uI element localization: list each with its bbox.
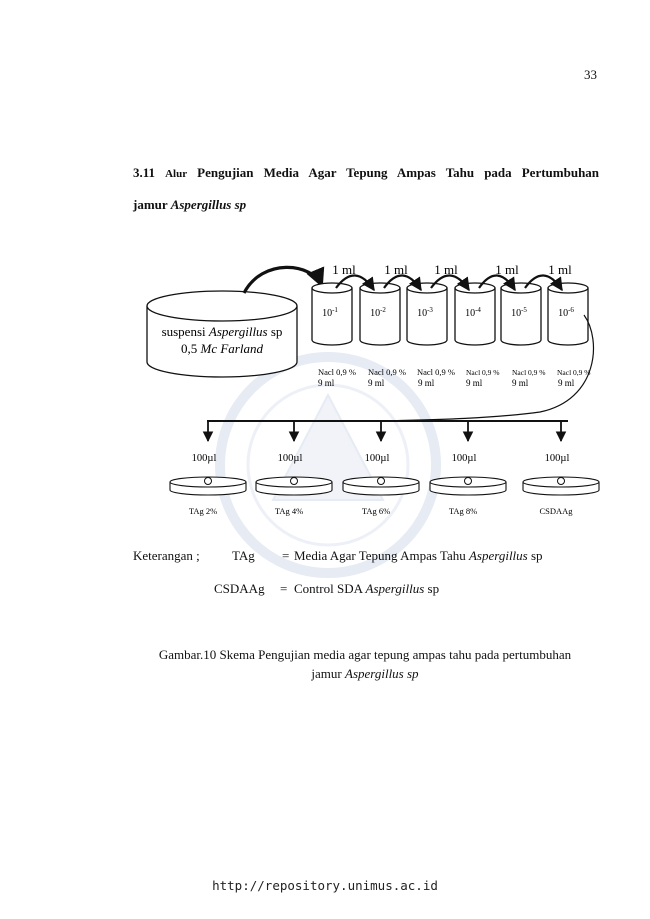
legend-desc-csdaag: Control SDA Aspergillus sp: [294, 581, 440, 596]
nacl-volume-label: 9 ml: [318, 378, 335, 388]
nacl-label: Nacl 0,9 %: [512, 368, 546, 377]
heading-word: Tahu: [445, 165, 475, 180]
transfer-arrow: [383, 274, 422, 292]
section-number: 3.11: [133, 165, 156, 180]
transfer-volume-label: 1 ml: [548, 262, 572, 277]
suspension-label-line1: suspensi Aspergillus sp: [162, 324, 283, 339]
section-heading-line1: 3.11 Alur Pengujian Media Agar Tepung Am…: [133, 165, 599, 181]
transfer-arrow: [524, 274, 563, 292]
heading-word: Ampas: [396, 165, 436, 180]
plating-volume-label: 100µl: [545, 453, 570, 464]
repository-url: http://repository.unimus.ac.id: [212, 878, 438, 893]
tube-dilution-label: 10-5: [511, 306, 527, 319]
plating-volume-label: 100µl: [278, 453, 303, 464]
dish-label: TAg 4%: [275, 506, 303, 516]
dish-label: TAg 8%: [449, 506, 477, 516]
university-watermark-seal: [215, 352, 441, 578]
heading-word: Media: [263, 165, 299, 180]
heading-word: Pengujian: [197, 165, 254, 180]
nacl-label: Nacl 0,9 %: [557, 368, 591, 377]
inoculation-arrow: [242, 265, 325, 294]
transfer-arrow: [430, 274, 470, 292]
nacl-label: Nacl 0,9 %: [417, 367, 455, 377]
transfer-volume-labels: 1 ml 1 ml 1 ml 1 ml 1 ml: [332, 262, 572, 277]
heading-word: Pertumbuhan: [521, 165, 600, 180]
inoculum-drop: [557, 477, 565, 485]
nacl-volume-label: 9 ml: [466, 378, 483, 388]
legend-term-tag: TAg: [232, 548, 255, 563]
caption-line2: jamur Aspergillus sp: [311, 666, 419, 681]
heading-species: Aspergillus sp: [170, 197, 247, 212]
heading-word: pada: [484, 165, 512, 180]
legend-title: Keterangan ;: [133, 548, 200, 563]
plating-volume-label: 100µl: [365, 453, 390, 464]
transfer-arrow: [478, 274, 516, 292]
legend-equals: =: [282, 548, 290, 563]
nacl-volume-label: 9 ml: [418, 378, 435, 388]
plating-volume-label: 100µl: [192, 453, 217, 464]
transfer-arrow: [335, 274, 375, 292]
section-heading-line2: jamur Aspergillus sp: [133, 197, 599, 213]
plating-volume-label: 100µl: [452, 453, 477, 464]
caption-line1: Gambar.10 Skema Pengujian media agar tep…: [158, 647, 572, 662]
nacl-label: Nacl 0,9 %: [318, 367, 356, 377]
transfer-volume-label: 1 ml: [495, 262, 519, 277]
figure-caption: Gambar.10 Skema Pengujian media agar tep…: [130, 645, 600, 683]
dish-label: CSDAAg: [539, 506, 573, 516]
inoculum-drop: [464, 477, 472, 485]
tube-dilution-label: 10-1: [322, 306, 338, 319]
nacl-volume-label: 9 ml: [368, 378, 385, 388]
inoculum-drop: [290, 477, 298, 485]
transfer-arrows: [335, 274, 563, 292]
nacl-label: Nacl 0,9 %: [466, 368, 500, 377]
nacl-label: Nacl 0,9 %: [368, 367, 406, 377]
suspension-container: [146, 290, 298, 378]
tube-dilution-label: 10-4: [465, 306, 481, 319]
dish-label: TAg 2%: [189, 506, 217, 516]
heading-word: Tepung: [346, 165, 388, 180]
inoculum-drop: [204, 477, 212, 485]
inoculum-drop: [377, 477, 385, 485]
transfer-volume-label: 1 ml: [434, 262, 458, 277]
nacl-volume-label: 9 ml: [558, 378, 575, 388]
heading-jamur: jamur: [133, 197, 168, 212]
legend-desc-tag: Media Agar Tepung Ampas Tahu Aspergillus…: [294, 548, 543, 563]
tube-dilution-label: 10-3: [417, 306, 433, 319]
suspension-label-line2: 0,5 Mc Farland: [181, 341, 263, 356]
transfer-volume-label: 1 ml: [384, 262, 408, 277]
tube-dilution-label: 10-2: [370, 306, 386, 319]
page-number: 33: [584, 67, 597, 82]
legend-term-csdaag: CSDAAg: [214, 581, 265, 596]
legend-equals: =: [280, 581, 288, 596]
transfer-volume-label: 1 ml: [332, 262, 356, 277]
dish-label: TAg 6%: [362, 506, 390, 516]
section-word-alur: Alur: [165, 168, 188, 180]
heading-word: Agar: [308, 165, 337, 180]
nacl-volume-label: 9 ml: [512, 378, 529, 388]
tube-dilution-label: 10-6: [558, 306, 574, 319]
